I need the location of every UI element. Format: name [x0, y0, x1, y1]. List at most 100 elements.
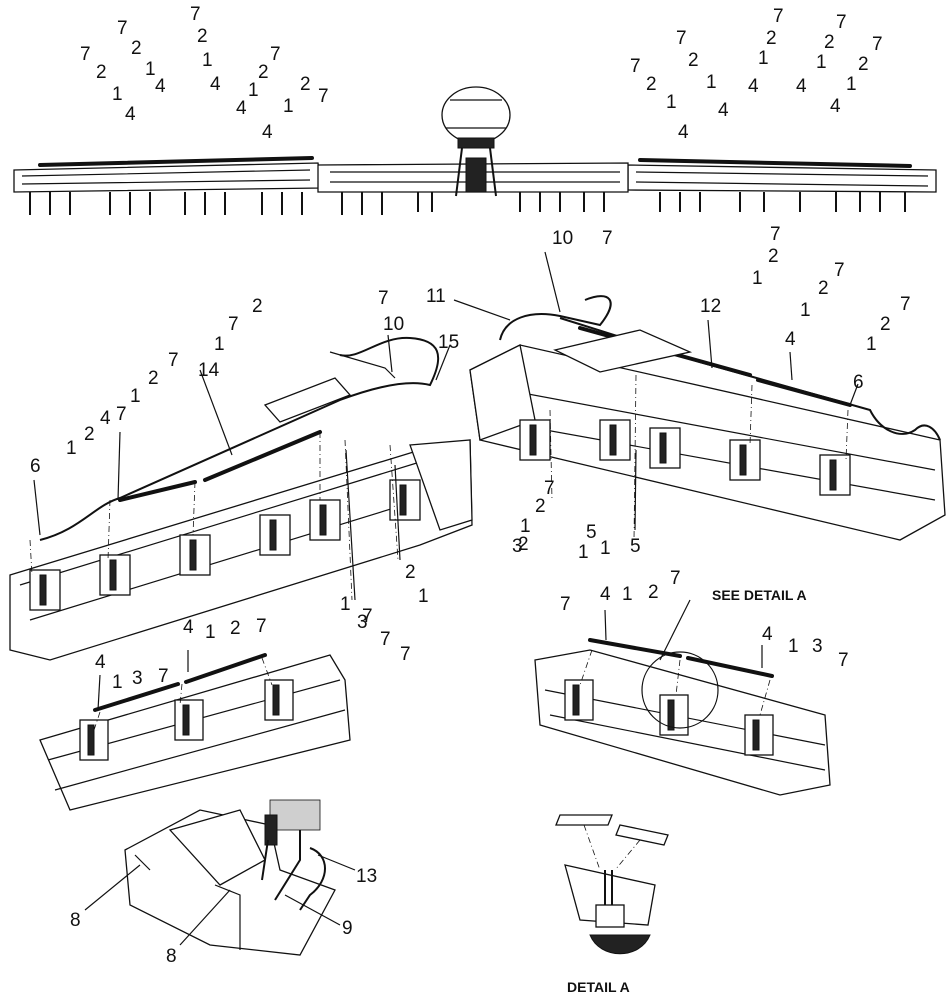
callout-label: 3 [357, 612, 368, 633]
callout-label: 7 [400, 644, 411, 665]
callout-label: 8 [166, 946, 177, 967]
callout-label: 4 [796, 76, 807, 97]
callout-label: 7 [228, 314, 239, 335]
callout-label: 4 [210, 74, 221, 95]
detail-circle [641, 651, 719, 729]
tine-row [29, 192, 906, 215]
callout-label: 4 [95, 652, 106, 673]
callout-label: 6 [30, 456, 41, 477]
callout-label: 4 [830, 96, 841, 117]
callout-label: 1 [622, 584, 633, 605]
callout-label: 1 [202, 50, 213, 71]
callout-label: 3 [132, 668, 143, 689]
callout-label: 7 [838, 650, 849, 671]
callout-label: 4 [155, 76, 166, 97]
callout-label: 2 [252, 296, 263, 317]
toolbar-overview [13, 86, 937, 215]
callout-label: 4 [183, 617, 194, 638]
callout-label: 1 [145, 59, 156, 80]
callout-label: 2 [648, 582, 659, 603]
callout-label: 5 [586, 522, 597, 543]
callout-label: 7 [168, 350, 179, 371]
callout-label: 7 [190, 4, 201, 25]
leader-lines [33, 251, 859, 946]
callout-label: 2 [84, 424, 95, 445]
callout-label: 10 [383, 314, 404, 335]
callout-label: 7 [544, 478, 555, 499]
callout-label: 2 [880, 314, 891, 335]
callout-label: 4 [785, 329, 796, 350]
callout-label: 15 [438, 332, 459, 353]
callout-label: 7 [770, 224, 781, 245]
callout-label: 4 [748, 76, 759, 97]
see-detail-note: SEE DETAIL A [712, 587, 807, 603]
callout-label: 2 [768, 246, 779, 267]
callout-label: 1 [205, 622, 216, 643]
callout-label: 5 [630, 536, 641, 557]
callout-label: 1 [752, 268, 763, 289]
callout-label: 4 [100, 408, 111, 429]
detail-a-view [555, 814, 669, 955]
lower-left-section [39, 653, 351, 811]
detail-a-title: DETAIL A [567, 979, 630, 995]
callout-label: 4 [678, 122, 689, 143]
callout-label: 6 [853, 372, 864, 393]
callout-label: 2 [688, 50, 699, 71]
callout-label: 2 [405, 562, 416, 583]
callout-label: 7 [670, 568, 681, 589]
callout-label: 2 [258, 62, 269, 83]
callout-label: 13 [356, 866, 377, 887]
callout-label: 4 [262, 122, 273, 143]
right-row-units [519, 419, 851, 496]
lower-right-section [534, 638, 831, 796]
callout-label: 2 [824, 32, 835, 53]
callout-label: 9 [342, 918, 353, 939]
callout-label: 1 [66, 438, 77, 459]
callout-label: 7 [256, 616, 267, 637]
callout-label: 2 [148, 368, 159, 389]
callout-label: 2 [766, 28, 777, 49]
callout-label: 10 [552, 228, 573, 249]
callout-label: 7 [900, 294, 911, 315]
callout-label: 1 [112, 84, 123, 105]
callout-label: 2 [96, 62, 107, 83]
callout-label: 1 [112, 672, 123, 693]
callout-label: 4 [125, 104, 136, 125]
callout-label: 1 [283, 96, 294, 117]
callout-label: 1 [758, 48, 769, 69]
callout-label: 1 [788, 636, 799, 657]
manifold-assembly [124, 799, 336, 956]
callout-label: 7 [676, 28, 687, 49]
callout-label: 1 [130, 386, 141, 407]
callout-label: 7 [318, 86, 329, 107]
callout-label: 2 [131, 38, 142, 59]
callout-label: 1 [846, 74, 857, 95]
callout-label: 7 [630, 56, 641, 77]
callout-label: 7 [872, 34, 883, 55]
callout-label: 7 [270, 44, 281, 65]
callout-label: 7 [560, 594, 571, 615]
callout-label: 1 [706, 72, 717, 93]
callout-label: 7 [378, 288, 389, 309]
callout-label: 1 [866, 334, 877, 355]
callout-label: 7 [362, 606, 373, 627]
callout-label: 1 [578, 542, 589, 563]
callout-label: 7 [602, 228, 613, 249]
callout-label: 3 [812, 636, 823, 657]
callout-label: 2 [518, 534, 529, 555]
callout-label: 7 [773, 6, 784, 27]
callout-label: 2 [858, 54, 869, 75]
callout-label: 2 [300, 74, 311, 95]
callout-label: 1 [340, 594, 351, 615]
callout-label: 12 [700, 296, 721, 317]
callout-label: 1 [600, 538, 611, 559]
callout-label: 4 [236, 98, 247, 119]
callout-label: 4 [762, 624, 773, 645]
callout-label: 1 [418, 586, 429, 607]
callout-label: 7 [116, 404, 127, 425]
right-wing-assembly [469, 295, 946, 541]
callout-label: 8 [70, 910, 81, 931]
callout-label: 7 [80, 44, 91, 65]
